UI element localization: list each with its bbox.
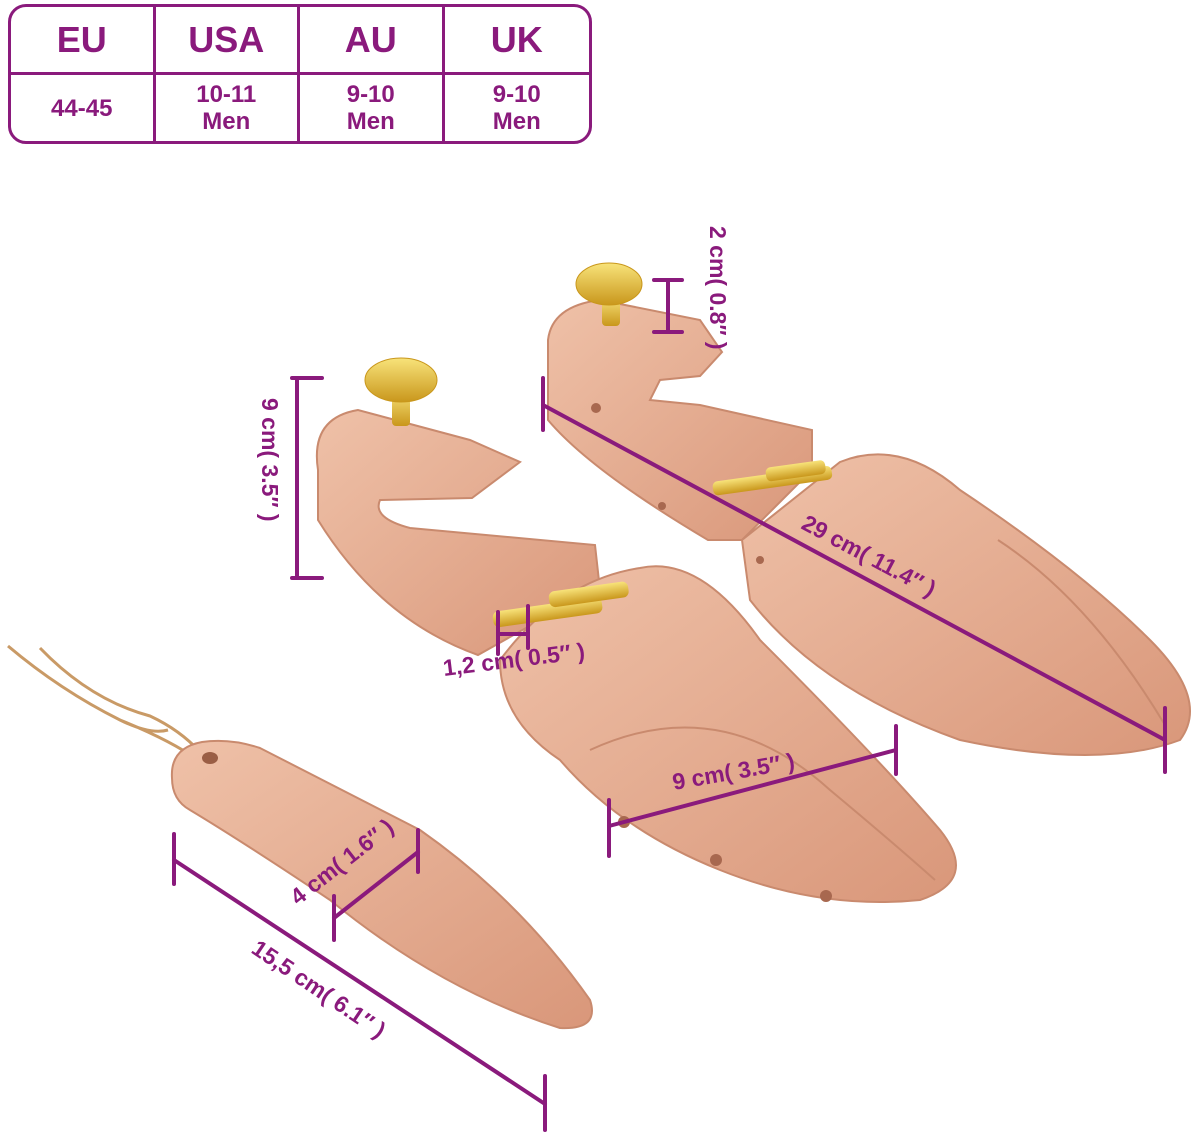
dim-line-heel-height xyxy=(290,376,324,580)
size-table: EU USA AU UK 44-45 10-11 Men 9-10 Men 9-… xyxy=(8,4,592,144)
dimension-lines xyxy=(172,278,1167,1132)
shoe-tree-back-toe xyxy=(740,453,1191,756)
shoe-tree-front-knob xyxy=(364,357,438,426)
dim-line-total-length xyxy=(541,376,1167,774)
size-header-au: AU xyxy=(300,7,445,75)
shoe-horn-string xyxy=(7,644,202,762)
dim-label-knob-height: 2 cm( 0.8″ ) xyxy=(705,226,731,350)
size-value-eu: 44-45 xyxy=(11,75,156,141)
dim-label-heel-height: 9 cm( 3.5″ ) xyxy=(257,398,283,522)
shoe-horn xyxy=(7,644,593,1030)
dim-line-rod-diameter xyxy=(496,604,530,656)
size-header-eu: EU xyxy=(11,7,156,75)
shoe-tree-front-toe xyxy=(498,565,957,903)
size-value-au: 9-10 Men xyxy=(300,75,445,141)
shoe-horn-body xyxy=(170,739,593,1030)
dim-line-knob-height xyxy=(652,278,684,334)
shoe-tree-front-rod xyxy=(492,597,603,628)
size-header-usa: USA xyxy=(155,7,300,75)
shoe-tree-front-heel xyxy=(315,408,602,657)
size-value-uk: 9-10 Men xyxy=(492,81,541,135)
dim-line-horn-length xyxy=(172,832,547,1132)
shoe-tree-back-knob xyxy=(575,262,643,326)
size-value-usa: 10-11 Men xyxy=(156,75,300,141)
dim-line-horn-width xyxy=(332,828,420,942)
dim-line-toe-width xyxy=(607,724,898,858)
shoe-tree-front xyxy=(315,408,957,903)
size-header-uk: UK xyxy=(444,7,589,75)
shoe-tree-back-heel xyxy=(547,298,813,541)
shoe-tree-back xyxy=(547,298,1191,756)
